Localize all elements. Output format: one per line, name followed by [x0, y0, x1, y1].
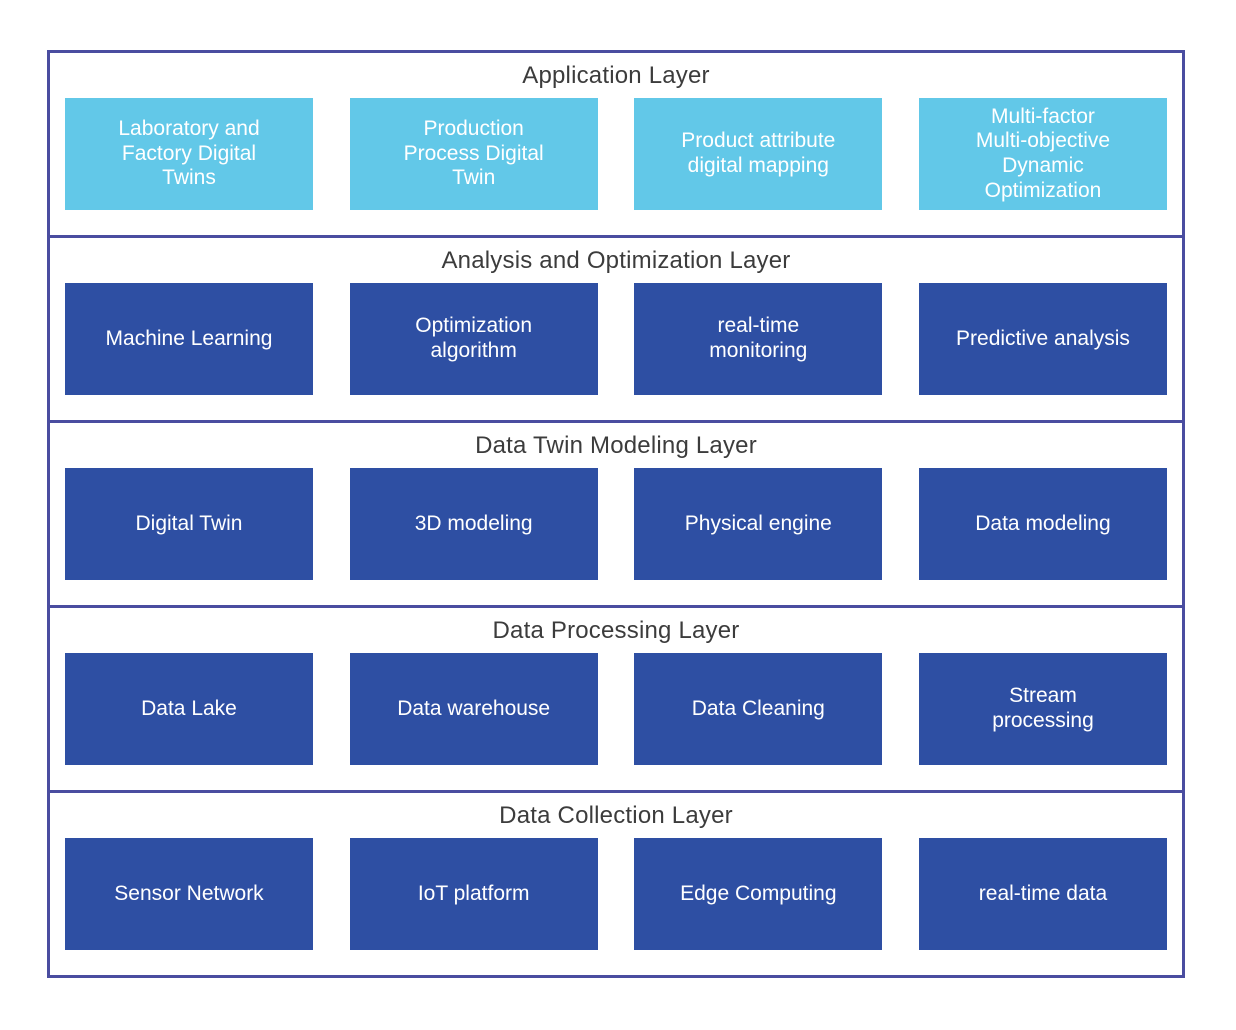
diagram-box-iot-platform: IoT platform [349, 838, 598, 950]
box-row: Data Lake Data warehouse Data Cleaning Stre… [50, 653, 1182, 765]
diagram-box-laboratory-and: Laboratory and Factory Digital Twins [65, 98, 313, 210]
diagram-box-digital-twin: Digital Twin [65, 468, 313, 580]
diagram-box-data-modeling: Data modeling [918, 468, 1167, 580]
diagram-box-3d-modeling: 3D modeling [349, 468, 598, 580]
box-row: Laboratory and Factory Digital Twins Prod… [50, 98, 1182, 210]
box-row: Machine Learning Optimization algorithm re… [50, 283, 1182, 395]
diagram-box-stream: Stream processing [918, 653, 1167, 765]
diagram-box-data-lake: Data Lake [65, 653, 313, 765]
layer-title: Data Twin Modeling Layer [475, 432, 757, 459]
diagram-box-machine-learning: Machine Learning [65, 283, 313, 395]
diagram-box-optimization: Optimization algorithm [349, 283, 598, 395]
diagram-box-edge-computing: Edge Computing [634, 838, 883, 950]
diagram-box-predictive-analysis: Predictive analysis [918, 283, 1167, 395]
diagram-box-multi-factor: Multi-factor Multi-objective Dynamic Opt… [918, 98, 1167, 210]
diagram-box-sensor-network: Sensor Network [65, 838, 313, 950]
layer-title: Application Layer [522, 62, 710, 89]
diagram-box-production: Production Process Digital Twin [349, 98, 598, 210]
layer-title: Data Processing Layer [492, 617, 740, 644]
box-row: Digital Twin 3D modeling Physical engine Da… [50, 468, 1182, 580]
diagram-box-product-attribute: Product attribute digital mapping [634, 98, 883, 210]
layer-title: Analysis and Optimization Layer [441, 247, 791, 274]
diagram-box-physical-engine: Physical engine [634, 468, 883, 580]
diagram-box-real-time: real-time monitoring [634, 283, 883, 395]
box-row: Sensor Network IoT platform Edge Computing… [50, 838, 1182, 950]
diagram-box-data-warehouse: Data warehouse [349, 653, 598, 765]
diagram-box-real-time-data: real-time data [918, 838, 1167, 950]
diagram-box-data-cleaning: Data Cleaning [634, 653, 883, 765]
layer-title: Data Collection Layer [499, 802, 733, 829]
